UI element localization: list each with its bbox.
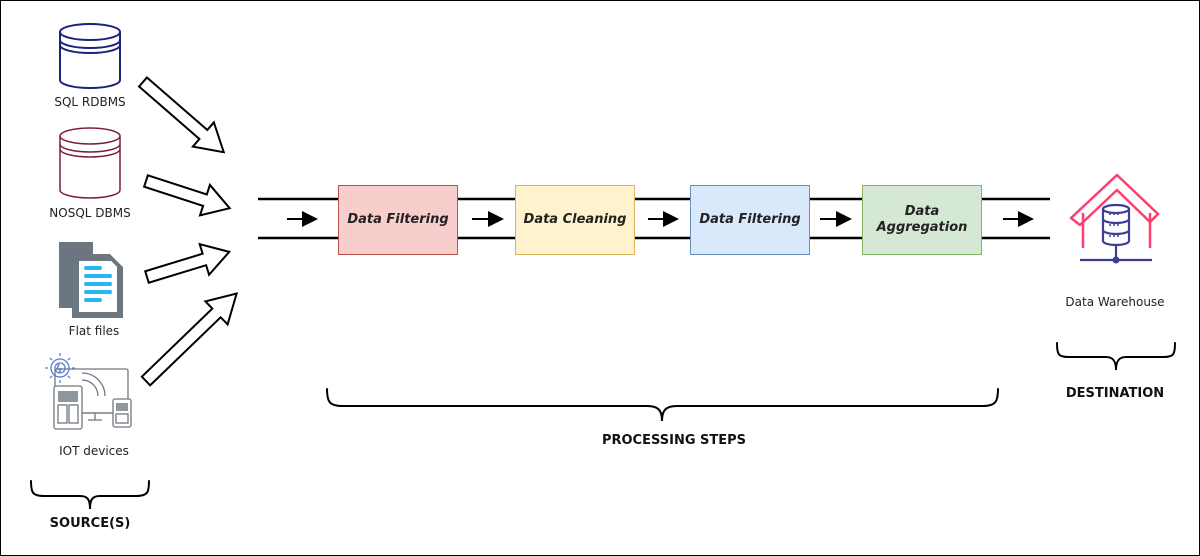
data-warehouse-icon	[1069, 173, 1160, 264]
arrow-from-flat-files	[143, 242, 232, 284]
processing-title: PROCESSING STEPS	[601, 433, 747, 448]
processing-brace	[326, 388, 999, 422]
source-arrows	[137, 76, 239, 387]
sources-title: SOURCE(S)	[49, 516, 131, 531]
arrow-from-sql	[137, 76, 226, 154]
step-data-aggregation: Data Aggregation	[862, 185, 982, 255]
data-warehouse-label: Data Warehouse	[1065, 295, 1165, 309]
step-label: Data Filtering	[347, 212, 449, 227]
arrow-from-iot	[140, 292, 239, 387]
sql-database-icon	[59, 23, 121, 89]
sql-rdbms-label: SQL RDBMS	[54, 95, 126, 109]
nosql-dbms-label: NOSQL DBMS	[49, 206, 131, 220]
step-data-filtering-2: Data Filtering	[690, 185, 810, 255]
destination-title: DESTINATION	[1065, 386, 1165, 401]
step-label: Data Aggregation	[876, 204, 968, 235]
source-brace	[30, 480, 150, 510]
flat-files-icon	[59, 242, 123, 318]
step-label: Data Filtering	[699, 212, 801, 227]
flat-files-label: Flat files	[68, 324, 120, 338]
step-data-filtering-1: Data Filtering	[338, 185, 458, 255]
iot-devices-icon	[45, 353, 132, 430]
nosql-database-icon	[59, 127, 121, 199]
braces	[30, 342, 1176, 510]
iot-devices-label: IOT devices	[59, 444, 129, 458]
arrow-from-nosql	[142, 174, 232, 217]
step-data-cleaning: Data Cleaning	[515, 185, 635, 255]
destination-brace	[1056, 342, 1176, 371]
step-label: Data Cleaning	[523, 212, 627, 227]
